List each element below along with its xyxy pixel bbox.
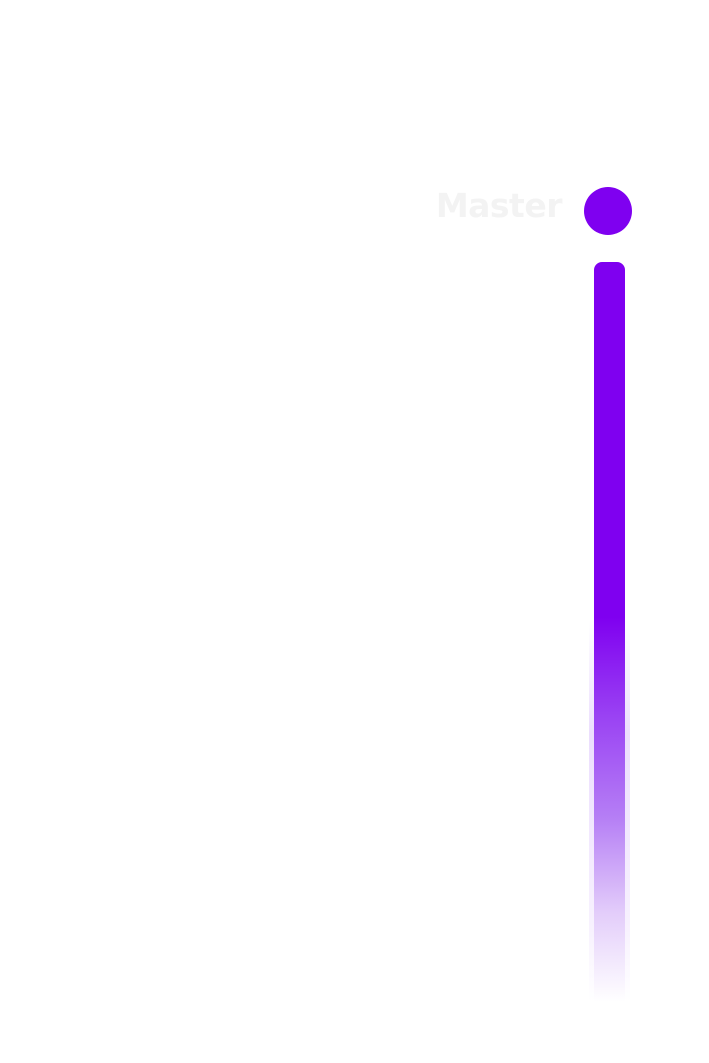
level-label: Master — [435, 186, 563, 225]
level-dot-icon — [584, 187, 632, 235]
level-progress-bar — [594, 262, 625, 1002]
